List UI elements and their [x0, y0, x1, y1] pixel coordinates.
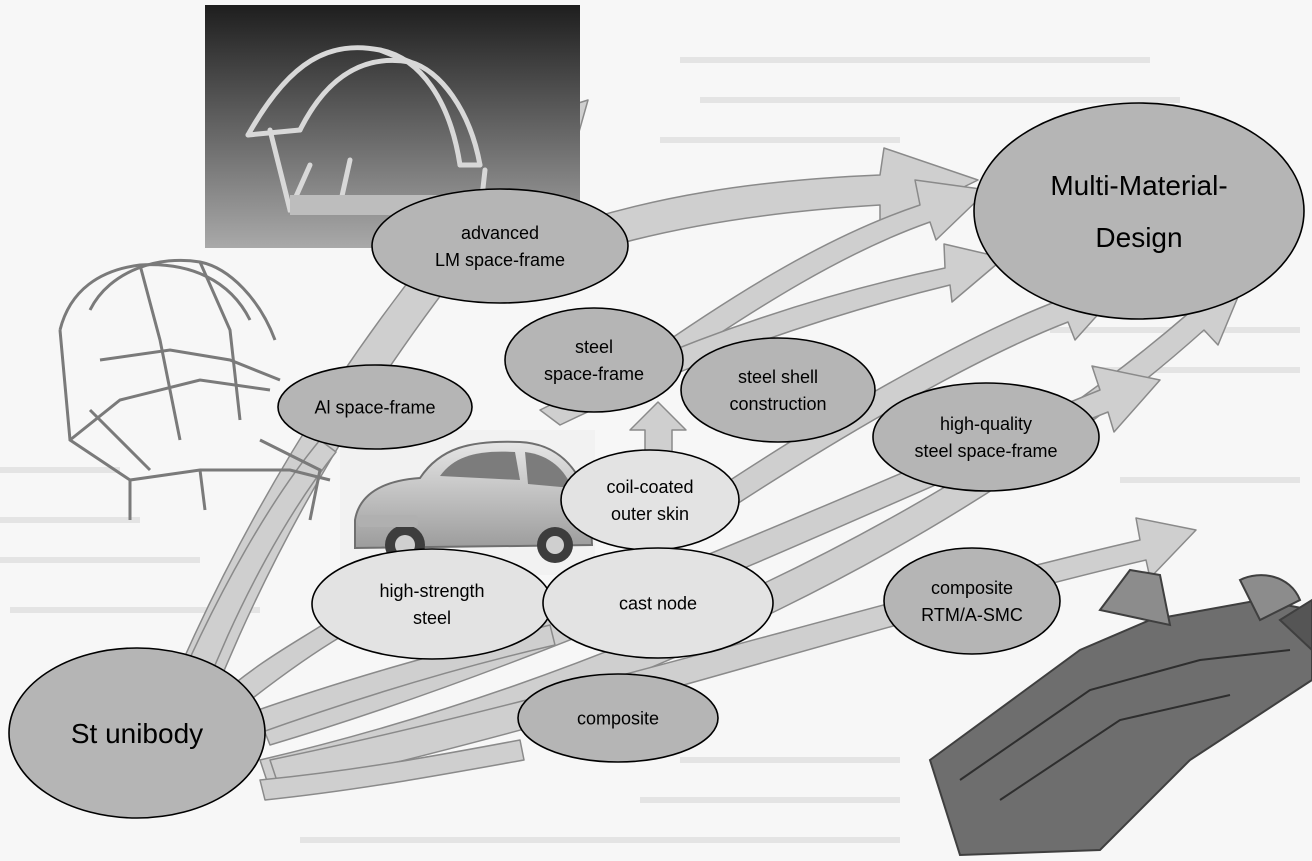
node-steel-shell: steel shell construction	[680, 337, 876, 443]
node-steel-shell-ellipse	[680, 337, 876, 443]
node-multi-material-label-2: Design	[1095, 222, 1182, 253]
node-advanced-lm-label-2: LM space-frame	[435, 250, 565, 270]
node-steel-space-frame: steel space-frame	[504, 307, 684, 413]
node-composite-ellipse	[517, 673, 719, 763]
node-advanced-lm: advanced LM space-frame	[371, 188, 629, 304]
node-st-unibody-ellipse	[8, 647, 266, 819]
node-steel-space-frame-label-2: space-frame	[544, 364, 644, 384]
node-advanced-lm-ellipse	[371, 188, 629, 304]
node-steel-space-frame-label-1: steel	[575, 337, 613, 357]
node-al-space-frame: Al space-frame	[277, 364, 473, 450]
node-high-quality: high-quality steel space-frame	[872, 382, 1100, 492]
node-cast-node-label-1: cast node	[619, 593, 697, 613]
arrow-to-composite	[259, 739, 525, 801]
node-st-unibody: St unibody	[8, 647, 266, 819]
node-multi-material: Multi-Material- Design	[973, 102, 1305, 320]
node-high-quality-ellipse	[872, 382, 1100, 492]
node-composite-rtm-ellipse	[883, 547, 1061, 655]
node-multi-material-label-1: Multi-Material-	[1050, 170, 1227, 201]
node-multi-material-ellipse	[973, 102, 1305, 320]
node-steel-shell-label-2: construction	[729, 394, 826, 414]
arrow-to-al-frame	[179, 439, 337, 691]
composite-floor-pan-drawing	[928, 568, 1312, 857]
node-composite-label-1: composite	[577, 708, 659, 728]
node-steel-shell-label-1: steel shell	[738, 367, 818, 387]
node-coil-coated-label-2: outer skin	[611, 504, 689, 524]
node-high-strength: high-strength steel	[311, 548, 553, 660]
node-high-quality-label-1: high-quality	[940, 414, 1032, 434]
node-high-strength-ellipse	[311, 548, 553, 660]
node-composite-rtm-label-1: composite	[931, 578, 1013, 598]
node-steel-space-frame-ellipse	[504, 307, 684, 413]
node-high-quality-label-2: steel space-frame	[914, 441, 1057, 461]
node-layer: advanced LM space-frame Al space-frame stee…	[8, 102, 1305, 819]
node-coil-coated-label-1: coil-coated	[606, 477, 693, 497]
node-al-space-frame-label-1: Al space-frame	[314, 397, 435, 417]
node-composite-rtm-label-2: RTM/A-SMC	[921, 605, 1023, 625]
arrow-steel-frame-to-multimaterial	[639, 179, 989, 373]
al-space-frame-drawing	[58, 258, 331, 521]
node-al-space-frame-ellipse	[277, 364, 473, 450]
node-high-strength-label-2: steel	[413, 608, 451, 628]
node-composite: composite	[517, 673, 719, 763]
node-coil-coated-ellipse	[560, 449, 740, 551]
node-st-unibody-label-1: St unibody	[71, 718, 203, 749]
node-cast-node: cast node	[542, 547, 774, 659]
node-cast-node-ellipse	[542, 547, 774, 659]
node-high-strength-label-1: high-strength	[379, 581, 484, 601]
node-coil-coated: coil-coated outer skin	[560, 449, 740, 551]
node-advanced-lm-label-1: advanced	[461, 223, 539, 243]
